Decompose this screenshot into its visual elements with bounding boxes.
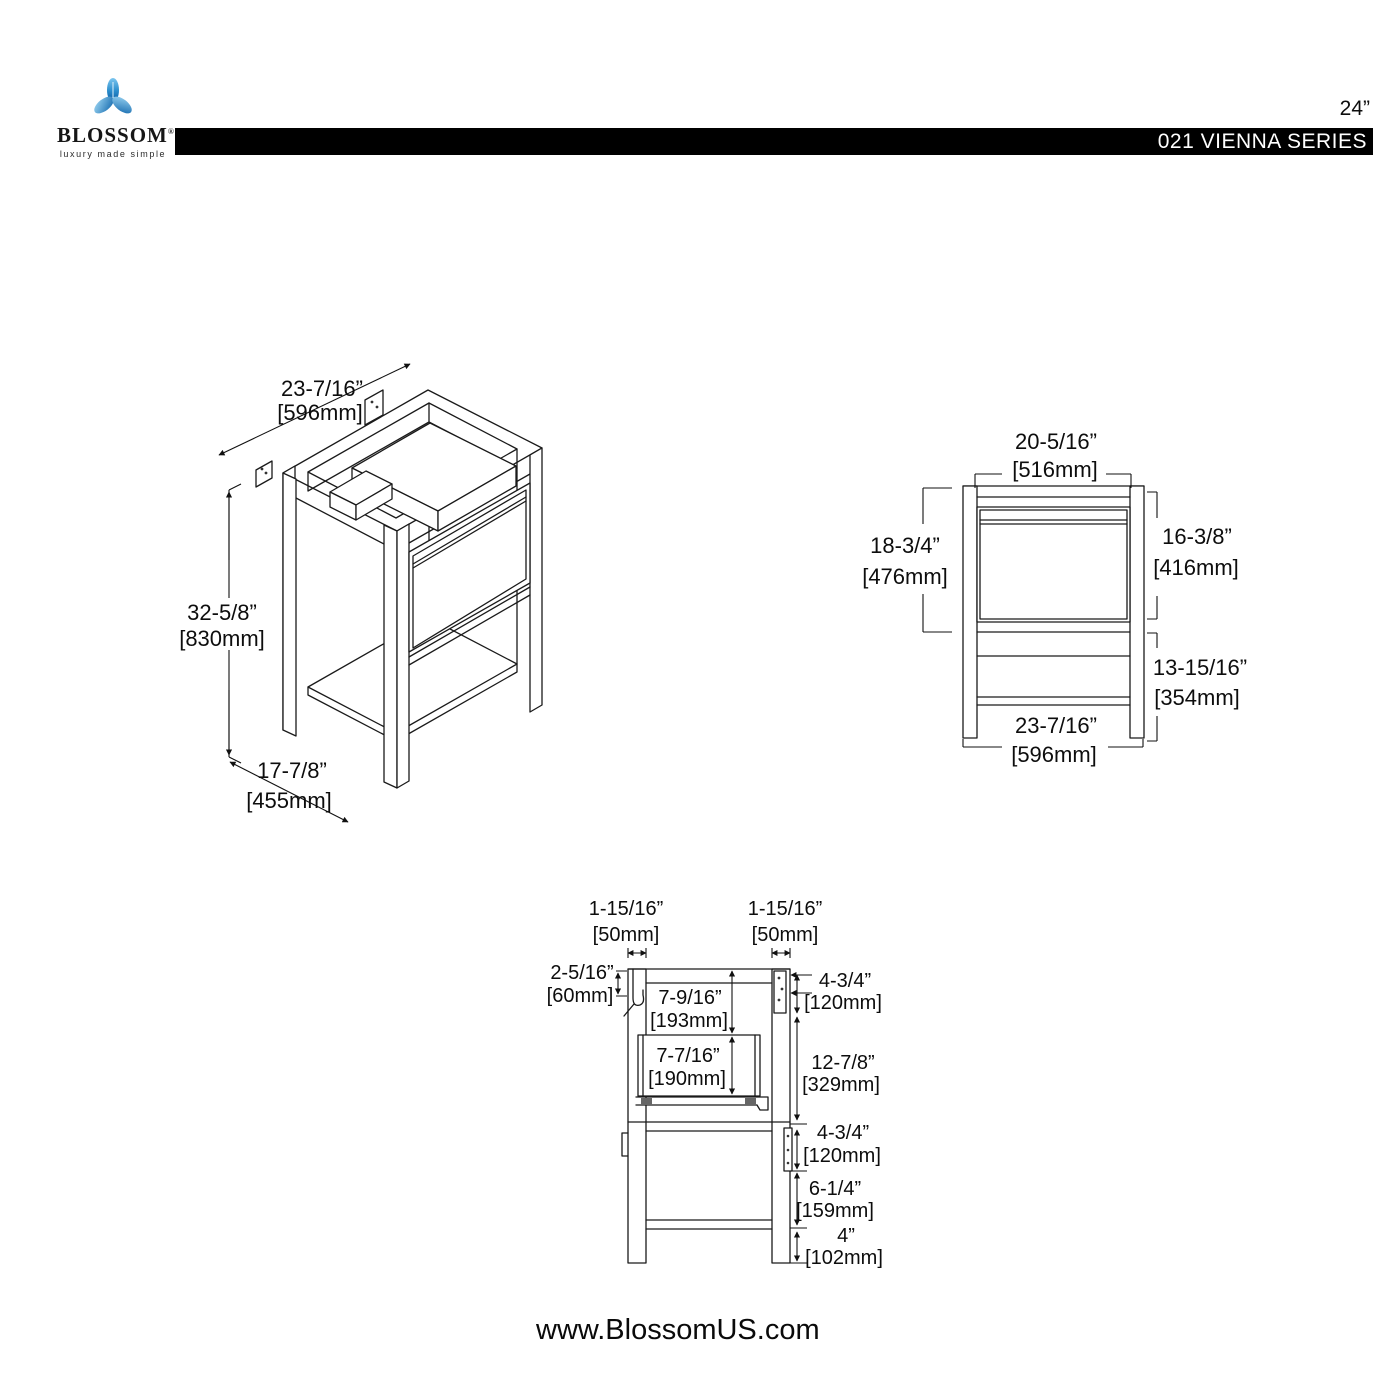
side-leg-right-inches-label: 1-15/16”: [748, 898, 823, 920]
side-offset-inches-label: 2-5/16”: [550, 962, 613, 984]
front-left-mm-label: [476mm]: [862, 564, 948, 589]
side-span-mm-label: [329mm]: [802, 1074, 880, 1096]
website-url: www.BlossomUS.com: [536, 1314, 820, 1346]
brand-tagline: luxury made simple: [59, 149, 167, 159]
series-title-bar: 021 VIENNA SERIES: [175, 128, 1373, 155]
side-bracket-top-inches-label: 4-3/4”: [819, 970, 871, 992]
side-span-inches-label: 12-7/8”: [811, 1052, 874, 1074]
blossom-logo: BLOSSOM® luxury made simple: [57, 76, 174, 159]
front-right-lower-mm-label: [354mm]: [1154, 685, 1240, 710]
front-bottom-inches-label: 23-7/16”: [1015, 713, 1097, 738]
side-inner-lower-mm-label: [190mm]: [648, 1068, 726, 1090]
side-bracket-bottom-inches-label: 4-3/4”: [817, 1122, 869, 1144]
front-right-upper-mm-label: [416mm]: [1153, 555, 1239, 580]
iso-depth-mm-label: [455mm]: [246, 788, 332, 813]
front-right-lower-inches-label: 13-15/16”: [1153, 655, 1247, 680]
isometric-view: 23-7/16” [596mm] 32-5/8” [830mm] 17-7/8”…: [179, 363, 543, 823]
side-bracket-bottom-mm-label: [120mm]: [803, 1145, 881, 1167]
side-offset-mm-label: [60mm]: [547, 985, 614, 1007]
side-inner-upper-inches-label: 7-9/16”: [658, 987, 721, 1009]
front-right-upper-inches-label: 16-3/8”: [1162, 524, 1232, 549]
front-left-inches-label: 18-3/4”: [870, 533, 940, 558]
front-top-mm-label: [516mm]: [1012, 457, 1098, 482]
side-foot-mm-label: [102mm]: [805, 1247, 883, 1269]
side-bracket-top-mm-label: [120mm]: [804, 992, 882, 1014]
side-view: 1-15/16” [50mm] 1-15/16” [50mm] 2-5/16” …: [547, 898, 883, 1269]
iso-width-inches-label: 23-7/16”: [281, 376, 363, 401]
brand-name: BLOSSOM®: [57, 123, 174, 147]
size-label: 24”: [1339, 97, 1370, 120]
side-shelf-gap-inches-label: 6-1/4”: [809, 1178, 861, 1200]
side-leg-left-mm-label: [50mm]: [593, 924, 660, 946]
registered-mark: ®: [167, 127, 174, 136]
series-label: 021 VIENNA SERIES: [1157, 130, 1367, 153]
iso-depth-inches-label: 17-7/8”: [257, 758, 327, 783]
blossom-flower-icon: [94, 78, 132, 114]
iso-height-inches-label: 32-5/8”: [187, 600, 257, 625]
iso-width-mm-label: [596mm]: [277, 400, 363, 425]
iso-height-mm-label: [830mm]: [179, 626, 265, 651]
front-view: 20-5/16” [516mm] 18-3/4” [476mm] 16-3/8”…: [862, 429, 1247, 767]
side-shelf-gap-mm-label: [159mm]: [796, 1200, 874, 1222]
side-inner-upper-mm-label: [193mm]: [650, 1010, 728, 1032]
side-leg-right-mm-label: [50mm]: [752, 924, 819, 946]
side-leg-left-inches-label: 1-15/16”: [589, 898, 664, 920]
front-bottom-mm-label: [596mm]: [1011, 742, 1097, 767]
side-inner-lower-inches-label: 7-7/16”: [656, 1045, 719, 1067]
side-foot-inches-label: 4”: [837, 1225, 855, 1247]
front-top-inches-label: 20-5/16”: [1015, 429, 1097, 454]
